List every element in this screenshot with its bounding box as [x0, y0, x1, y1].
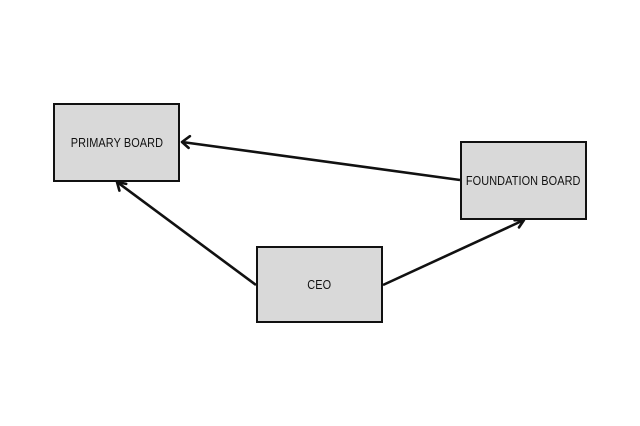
node-label-ceo: CEO: [307, 277, 332, 292]
node-label-foundation-board: FOUNDATION BOARD: [466, 173, 581, 188]
arrowhead-icon: [513, 218, 526, 229]
node-ceo: CEO: [256, 246, 383, 323]
node-foundation-board: FOUNDATION BOARD: [460, 141, 587, 220]
edge-foundation-to-primary: [180, 134, 461, 182]
edge-ceo-to-primary: [115, 180, 257, 287]
arrowhead-icon: [115, 180, 128, 192]
node-label-primary-board: PRIMARY BOARD: [70, 135, 163, 150]
node-primary-board: PRIMARY BOARD: [53, 103, 180, 182]
edge-ceo-to-foundation: [382, 218, 526, 287]
arrowhead-icon: [180, 134, 192, 150]
